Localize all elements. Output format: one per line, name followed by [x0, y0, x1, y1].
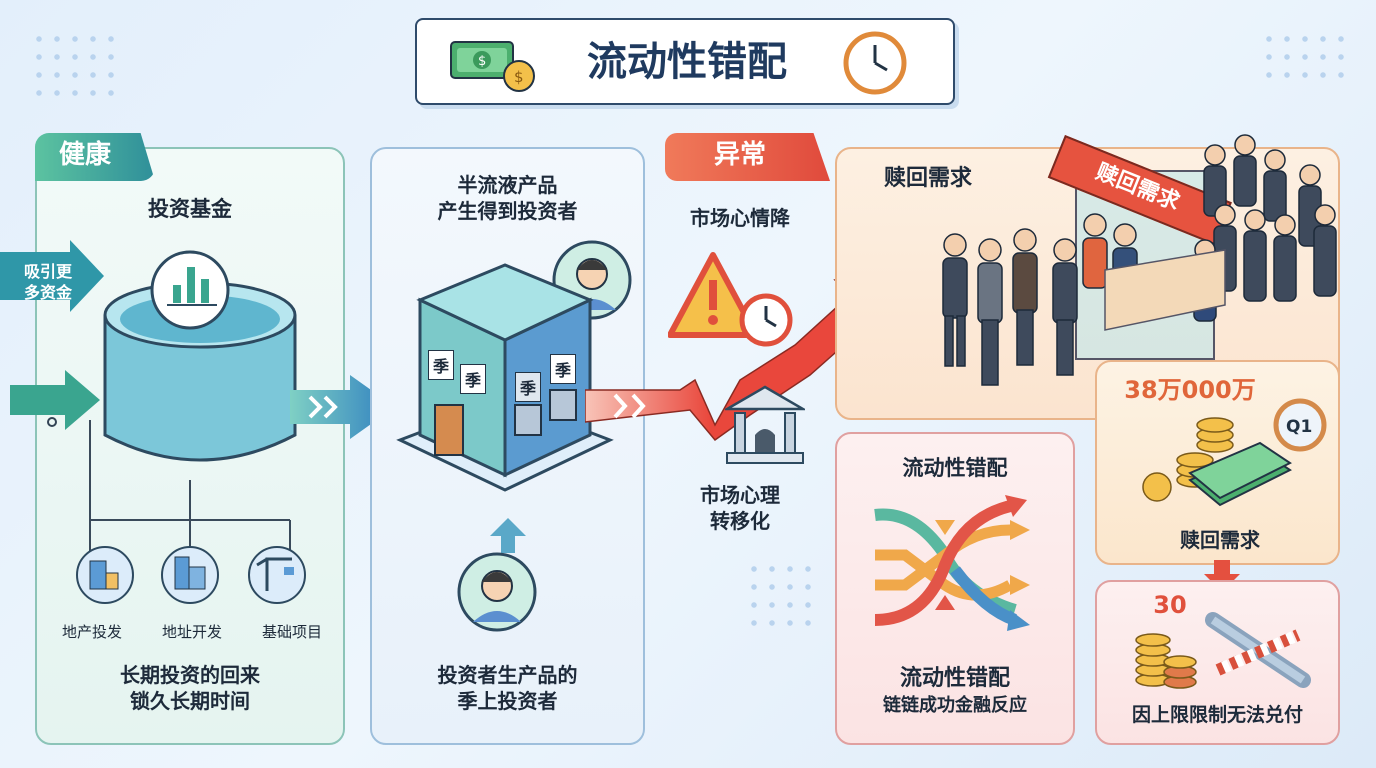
- crowd-illustration: [942, 134, 1337, 386]
- title-banner: $ $ 流动性错配: [415, 18, 955, 105]
- crane-icon: [248, 546, 306, 604]
- healthy-tag-label: 健康: [58, 140, 111, 170]
- flow-arrow-blue: [290, 375, 395, 439]
- mismatch-caption-line2: 链链成功金融反应: [883, 694, 1027, 716]
- building-signs: 季 季 季 季: [420, 350, 580, 410]
- product-title-line2: 产生得到投资者: [437, 199, 578, 223]
- asset-labels: 地产投发 地址开发 基础项目: [62, 623, 322, 643]
- sentiment-shift-line2: 转移化: [710, 509, 770, 533]
- inflow-label: 吸引更 多资金: [8, 262, 88, 304]
- mismatch-title: 流动性错配: [902, 456, 1008, 480]
- mismatch-caption: 流动性错配 链链成功金融反应: [845, 665, 1065, 717]
- product-caption-line2: 季上投资者: [457, 689, 558, 713]
- fund-title: 投资基金: [148, 197, 232, 221]
- fund-caption-line2: 锁久长期时间: [130, 689, 250, 713]
- asset-connectors: [89, 420, 291, 560]
- mismatch-caption-line1: 流动性错配: [899, 666, 1010, 691]
- sentiment-shift-line1: 市场心理: [700, 483, 780, 507]
- up-arrow-icon: [490, 518, 526, 553]
- fund-caption: 长期投资的回来 锁久长期时间: [80, 662, 300, 714]
- product-title-line1: 半流液产品: [457, 173, 558, 197]
- asset-label-infrastructure: 基础项目: [261, 623, 322, 641]
- building-sign: 季: [515, 372, 542, 402]
- sentiment-shift-label: 市场心理 转移化: [670, 482, 810, 534]
- tangled-arrows-illustration: [874, 495, 1030, 631]
- abnormal-tag-label: 异常: [713, 140, 766, 170]
- amount-panel: [1095, 360, 1340, 565]
- page-title: 流动性错配: [587, 39, 787, 85]
- asset-icons: [72, 545, 322, 605]
- product-caption: 投资者生产品的 季上投资者: [395, 662, 620, 714]
- sentiment-drop-label: 市场心情降: [690, 206, 790, 230]
- office-building-icon: [161, 546, 219, 604]
- real-estate-icon: [76, 546, 134, 604]
- investor-avatar-bottom: [457, 552, 537, 632]
- limit-caption: 因上限限制无法兑付: [1131, 704, 1303, 726]
- product-title: 半流液产品 产生得到投资者: [390, 172, 625, 224]
- redemption-title: 赎回需求: [883, 166, 972, 191]
- clock-icon: [843, 31, 907, 95]
- healthy-tag: 健康: [35, 133, 155, 181]
- redemption-amount: 38万000万: [1124, 376, 1256, 404]
- product-caption-line1: 投资者生产品的: [437, 663, 578, 687]
- asset-label-development: 地址开发: [161, 623, 222, 641]
- svg-text:$: $: [514, 68, 524, 86]
- inflow-label-line1: 吸引更: [23, 262, 72, 281]
- limit-panel: [1095, 580, 1340, 745]
- warning-icon: [668, 252, 793, 347]
- fund-tank-illustration: [103, 250, 297, 462]
- decor-dots: [745, 560, 820, 635]
- asset-label-real-estate: 地产投发: [62, 623, 123, 641]
- amount-caption: 赎回需求: [1180, 528, 1260, 552]
- broken-pipe-illustration: [1135, 612, 1311, 689]
- down-arrow-icon: [1204, 560, 1240, 592]
- quarter-clock-label: Q1: [1286, 417, 1312, 437]
- inflow-label-line2: 多资金: [23, 282, 72, 302]
- abnormal-tag: 异常: [665, 133, 830, 181]
- limit-number: 30: [1153, 591, 1187, 619]
- building-sign: 季: [460, 364, 487, 394]
- inflow-arrows: [0, 240, 104, 430]
- money-icon: $ $: [450, 41, 535, 92]
- fund-caption-line1: 长期投资的回来: [120, 663, 260, 687]
- svg-text:$: $: [478, 54, 486, 69]
- decor-dots: [30, 30, 120, 100]
- cash-coins-illustration: Q1: [1142, 398, 1327, 507]
- decor-dots: [1260, 30, 1350, 85]
- bank-icon: [725, 385, 805, 464]
- building-sign: 季: [428, 350, 455, 380]
- building-sign: 季: [550, 354, 577, 384]
